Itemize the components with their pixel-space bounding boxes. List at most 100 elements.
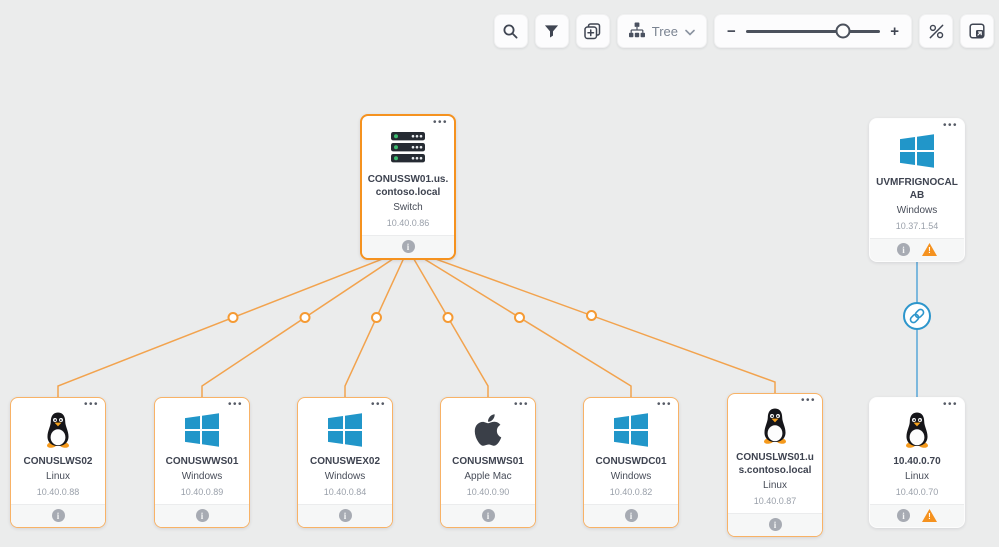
node-footer: i [728,513,822,536]
info-icon[interactable]: i [338,509,352,522]
edge-line [407,248,489,399]
node-footer: i [11,504,105,527]
node-os-label: Windows [324,471,366,482]
node-name: UVMFRIGNOCALAB [876,177,958,201]
node-os-label: Linux [46,471,70,482]
node-menu-button[interactable]: ••• [227,399,243,410]
device-node[interactable]: ••• CONUSMWS01 Apple Mac 10.40.0.90 i [440,397,536,528]
link-badge[interactable] [903,302,931,330]
warning-icon[interactable]: ! [922,243,937,256]
export-button[interactable] [960,14,994,48]
node-menu-button[interactable]: ••• [942,120,958,131]
info-icon[interactable]: i [624,509,638,522]
node-ip: 10.40.0.88 [36,487,80,497]
device-node[interactable]: ••• CONUSWDC01 Windows 10.40.0.82 i [583,397,679,528]
link-icon [909,313,920,324]
node-menu-button[interactable]: ••• [83,399,99,410]
node-os-label: Windows [610,471,652,482]
linux-icon [901,411,933,453]
node-footer: i [584,504,678,527]
edge-port-marker[interactable] [514,312,525,323]
node-os-label: Apple Mac [464,471,512,482]
node-menu-button[interactable]: ••• [370,399,386,410]
warning-icon[interactable]: ! [922,509,937,522]
node-footer: i [155,504,249,527]
node-footer: i [441,504,535,527]
node-os-label: Linux [763,480,787,491]
add-view-button[interactable] [575,14,610,48]
windows-icon [613,412,649,452]
edge-line [201,248,409,399]
windows-icon [327,412,363,452]
device-node[interactable]: ••• CONUSLWS02 Linux 10.40.0.88 i [10,397,106,528]
device-node[interactable]: ••• UVMFRIGNOCALAB Windows 10.37.1.54 i … [869,118,965,262]
export-icon [969,23,985,39]
edge-line [344,248,409,399]
search-button[interactable] [493,14,528,48]
edge-port-marker[interactable] [442,312,454,323]
tree-layout-icon [628,22,645,41]
link-slash-icon [928,23,945,40]
node-footer: i ! [870,238,964,261]
node-name: CONUSLWS01.us.contoso.local [736,452,814,476]
windows-icon [184,412,220,452]
node-os-label: Linux [905,471,929,482]
device-node[interactable]: ••• 10.40.0.70 Linux 10.40.0.70 i ! [869,397,965,528]
search-icon [502,23,519,40]
info-icon[interactable]: i [897,243,910,256]
device-node[interactable]: ••• CONUSWWS01 Windows 10.40.0.89 i [154,397,250,528]
zoom-slider-group: − + [714,14,912,48]
node-menu-button[interactable]: ••• [942,399,958,410]
node-ip: 10.40.0.86 [386,218,430,228]
node-name: CONUSWDC01 [595,456,667,467]
edge-port-marker[interactable] [371,312,382,323]
zoom-slider-handle[interactable] [835,23,851,39]
node-ip: 10.40.0.70 [895,487,939,497]
node-menu-button[interactable]: ••• [800,395,816,406]
squares-plus-icon [584,22,601,40]
node-footer: i ! [870,504,964,527]
zoom-slider-track[interactable] [745,23,881,39]
node-ip: 10.40.0.84 [323,487,367,497]
node-os-label: Windows [181,471,223,482]
edge-line [407,248,776,395]
edge-line [407,248,632,399]
filter-icon [544,24,559,39]
device-node[interactable]: ••• CONUSWEX02 Windows 10.40.0.84 i [297,397,393,528]
edge-port-marker[interactable] [227,312,239,323]
node-name: CONUSSW01.us.contoso.local [367,174,449,198]
toolbar: Tree − + [493,14,994,48]
info-icon[interactable]: i [481,509,495,522]
windows-icon [899,133,935,173]
zoom-out-button[interactable]: − [727,22,736,40]
edge-port-marker[interactable] [586,310,597,321]
node-menu-button[interactable]: ••• [656,399,672,410]
node-os-label: Switch [393,202,423,213]
zoom-in-button[interactable]: + [890,22,899,40]
device-node[interactable]: ••• CONUSLWS01.us.contoso.local Linux 10… [727,393,823,537]
link-icon [914,308,925,319]
node-ip: 10.40.0.89 [180,487,224,497]
node-name: CONUSWWS01 [165,456,239,467]
linux-icon [42,411,74,453]
linux-icon [759,407,791,449]
node-footer: i [298,504,392,527]
toggle-connections-button[interactable] [919,14,953,48]
layout-dropdown[interactable]: Tree [616,14,707,48]
info-icon[interactable]: i [401,240,415,253]
info-icon[interactable]: i [897,509,910,522]
apple-icon [473,412,503,453]
info-icon[interactable]: i [51,509,65,522]
device-node[interactable]: ••• CONUSSW01.us.contoso.local Switch 10… [360,114,456,260]
filter-button[interactable] [534,14,569,48]
node-ip: 10.40.0.90 [466,487,510,497]
node-menu-button[interactable]: ••• [432,117,448,128]
edge-port-marker[interactable] [299,312,311,323]
node-ip: 10.40.0.87 [753,496,797,506]
info-icon[interactable]: i [195,509,209,522]
node-ip: 10.37.1.54 [895,221,939,231]
info-icon[interactable]: i [768,518,782,531]
node-menu-button[interactable]: ••• [513,399,529,410]
